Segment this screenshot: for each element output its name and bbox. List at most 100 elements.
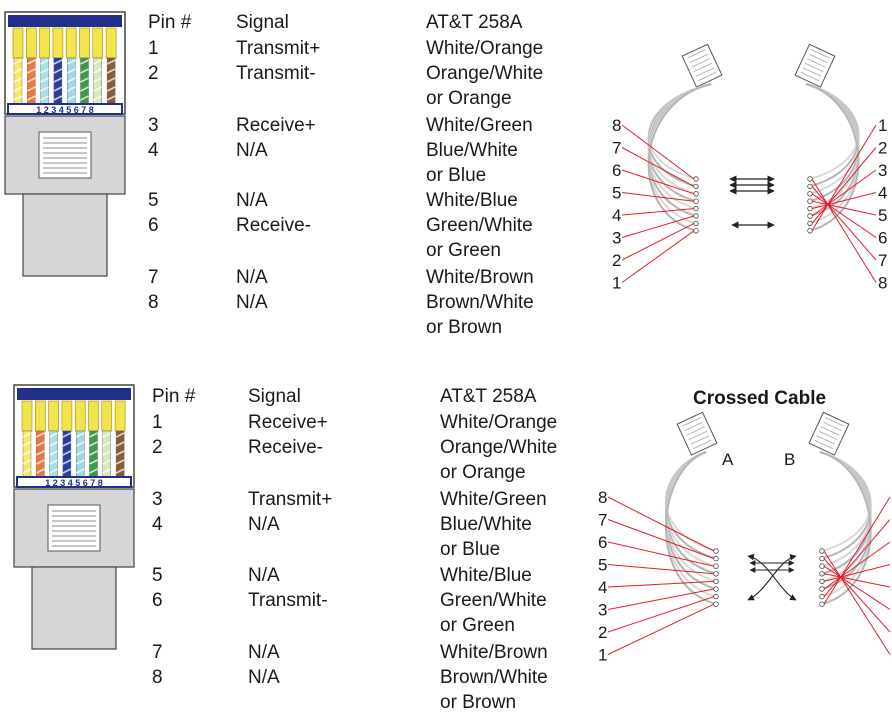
header-signal: Signal [248, 386, 301, 407]
plug-rib [802, 67, 822, 77]
pin-end-dot [713, 586, 719, 592]
wire-curve [647, 83, 712, 232]
pin-end-dot [819, 601, 825, 607]
left-pin-label: 7 [598, 511, 607, 530]
pin-signal: Transmit- [248, 590, 328, 611]
leader-line [823, 519, 891, 597]
wire-stripe [62, 432, 72, 438]
pin-number: 5 [152, 565, 163, 586]
pin-color: Green/White [426, 215, 533, 236]
pin-signal: Receive+ [236, 115, 316, 136]
wire-stripe [53, 59, 63, 65]
pin-contact [114, 400, 126, 432]
wire-stripe [35, 441, 45, 447]
pin-signal: N/A [236, 190, 268, 211]
pin-signal: N/A [248, 642, 280, 663]
wire-stripe [22, 441, 32, 447]
leader-line [823, 558, 891, 633]
connector-latch-window [38, 131, 92, 179]
leader-line [621, 230, 695, 283]
right-pin-label: 8 [878, 274, 887, 293]
wire-stripe [80, 59, 89, 65]
plug-rib [690, 435, 710, 445]
pin-color: White/Brown [440, 642, 548, 663]
leader-line [811, 193, 877, 238]
wire-stripe [115, 441, 125, 447]
connector-head [4, 11, 126, 115]
plug-rib [692, 439, 712, 450]
left-pin-label: 6 [598, 533, 607, 552]
wire-stripe [53, 68, 63, 74]
pin-end-dot [819, 593, 825, 600]
leader-line [823, 564, 891, 582]
wire-stripe [75, 468, 85, 474]
header-color: AT&T 258A [426, 12, 523, 33]
plug-icon [808, 411, 850, 456]
plug-rib [691, 58, 710, 68]
pin-color: Green/White [440, 590, 547, 611]
left-pin-label: 3 [598, 601, 607, 620]
wire-stripe [62, 450, 72, 456]
pin-signal: N/A [248, 667, 280, 688]
wire-stripe [106, 77, 116, 83]
wire-stripe [89, 441, 98, 447]
pin-number-strip [16, 476, 132, 488]
pin-end-dot [713, 548, 719, 554]
pin-end-dot [693, 176, 699, 182]
pin-signal: N/A [248, 514, 280, 535]
wire-stripe [93, 77, 103, 83]
pin-contact [74, 400, 86, 432]
wire-stripe [35, 459, 45, 465]
plug-rib [686, 426, 705, 436]
pin-color: Brown/White [426, 292, 534, 313]
plug-rib [825, 417, 844, 427]
pin-number: 3 [152, 489, 163, 510]
left-pin-label: 7 [612, 139, 621, 158]
plug-rib [682, 417, 701, 427]
pin-contact [52, 27, 64, 59]
plug-rib [804, 62, 824, 73]
leader-line [811, 124, 877, 232]
wire-stripe [93, 86, 103, 92]
pin-contact [79, 27, 90, 59]
wire-stripe [22, 459, 32, 465]
wire-stripe [115, 432, 125, 438]
pin-number-strip [7, 103, 123, 115]
wire-stripe [102, 468, 112, 474]
leader-line [607, 541, 715, 567]
wire-stripe [49, 432, 58, 438]
pin-signal: Receive- [236, 215, 311, 236]
wire-stripe [66, 68, 76, 74]
pin-number: 1 [152, 412, 163, 433]
plug-rib [684, 421, 703, 431]
pin-number: 3 [148, 115, 159, 136]
crossed-cable-title: Crossed Cable [693, 388, 827, 409]
pin-end-dot [693, 205, 699, 212]
wire-stripe [66, 59, 76, 65]
wire-stripe [75, 432, 85, 438]
crossover-arrow [747, 554, 797, 601]
pin-number: 8 [148, 292, 159, 313]
leader-line [811, 192, 877, 210]
pin-contact [48, 400, 59, 432]
pin-end-dot [819, 548, 825, 554]
wire-stripe [26, 95, 36, 101]
leader-line [811, 169, 877, 217]
plug-rib [811, 49, 830, 59]
plug-rib [693, 62, 713, 73]
wire-stripe [93, 95, 103, 101]
leader-line [607, 580, 715, 588]
pin-color: White/Orange [426, 38, 544, 59]
pin-end-dot [819, 555, 825, 562]
plug-rib [697, 71, 717, 82]
header-pin: Pin # [152, 386, 196, 407]
left-pin-label: 4 [612, 206, 621, 225]
wire-stripe [22, 468, 32, 474]
pin-contact [61, 400, 73, 432]
wire-stripe [26, 86, 36, 92]
left-pin-label: 1 [598, 646, 607, 665]
wire-stripe [102, 432, 112, 438]
pin-signal: Transmit+ [248, 489, 333, 510]
pin-end-dot [807, 205, 813, 212]
pin-number: 2 [152, 437, 163, 458]
